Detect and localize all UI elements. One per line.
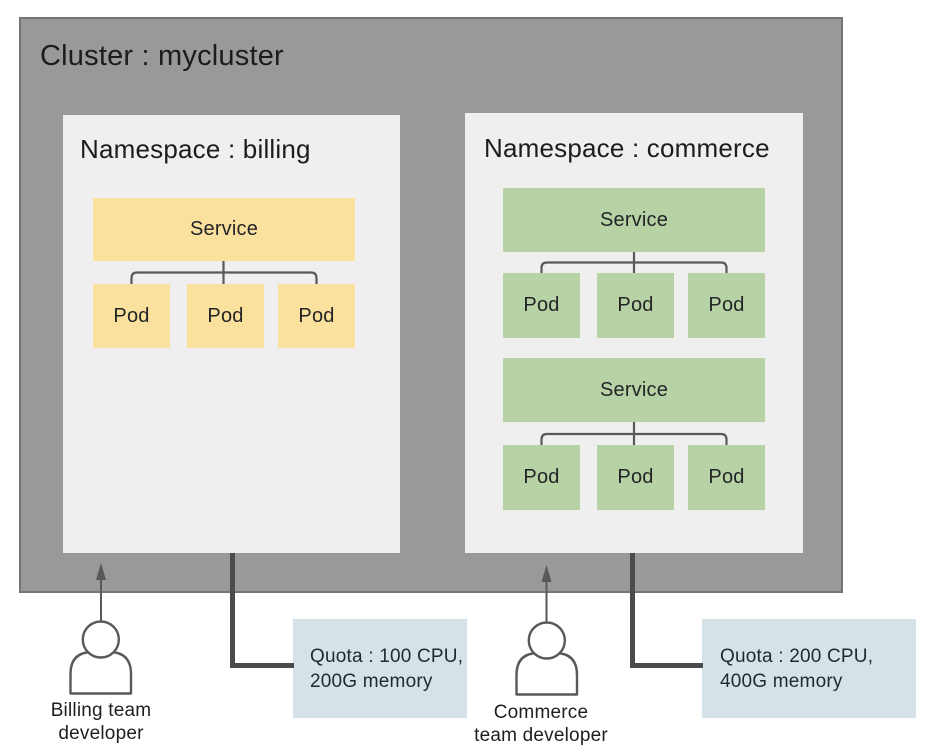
commerce-pod-2a: Pod: [503, 445, 580, 510]
namespace-billing-title: Namespace : billing: [80, 134, 311, 164]
quota-commerce-box: Quota : 200 CPU, 400G memory: [702, 619, 916, 718]
developer-billing-label: Billing team developer: [21, 699, 181, 745]
namespace-commerce-box: Namespace : commerce Service Pod Pod Pod…: [465, 113, 803, 553]
quota-commerce-line1: Quota : 200 CPU,: [720, 645, 874, 667]
cluster-box: Cluster : mycluster Namespace : billing …: [19, 17, 843, 593]
developer-commerce-line2: team developer: [474, 725, 608, 746]
developer-billing-line2: developer: [58, 723, 144, 744]
cluster-title: Cluster : mycluster: [40, 40, 284, 72]
namespace-billing-box: Namespace : billing Service Pod Pod Pod: [63, 115, 400, 553]
quota-commerce-line2: 400G memory: [720, 670, 843, 692]
commerce-service-2-box: Service: [503, 358, 765, 422]
commerce-pod-1a: Pod: [503, 273, 580, 338]
commerce-service-1-box: Service: [503, 188, 765, 252]
developer-billing-line1: Billing team: [50, 700, 152, 721]
developer-commerce-label: Commerce team developer: [450, 701, 632, 747]
quota-billing-line1: Quota : 100 CPU,: [310, 645, 464, 667]
quota-billing-line2: 200G memory: [310, 670, 433, 692]
person-icon: [69, 620, 133, 695]
quota-billing-box: Quota : 100 CPU, 200G memory: [293, 619, 467, 718]
namespace-commerce-title: Namespace : commerce: [484, 133, 770, 163]
billing-pod-2: Pod: [187, 284, 264, 348]
person-icon: [515, 621, 579, 696]
billing-pod-3: Pod: [278, 284, 355, 348]
commerce-pod-2b: Pod: [597, 445, 674, 510]
commerce-pod-1c: Pod: [688, 273, 765, 338]
billing-pod-1: Pod: [93, 284, 170, 348]
commerce-pod-1b: Pod: [597, 273, 674, 338]
developer-commerce-line1: Commerce: [493, 702, 589, 723]
billing-service-box: Service: [93, 198, 355, 261]
commerce-pod-2c: Pod: [688, 445, 765, 510]
